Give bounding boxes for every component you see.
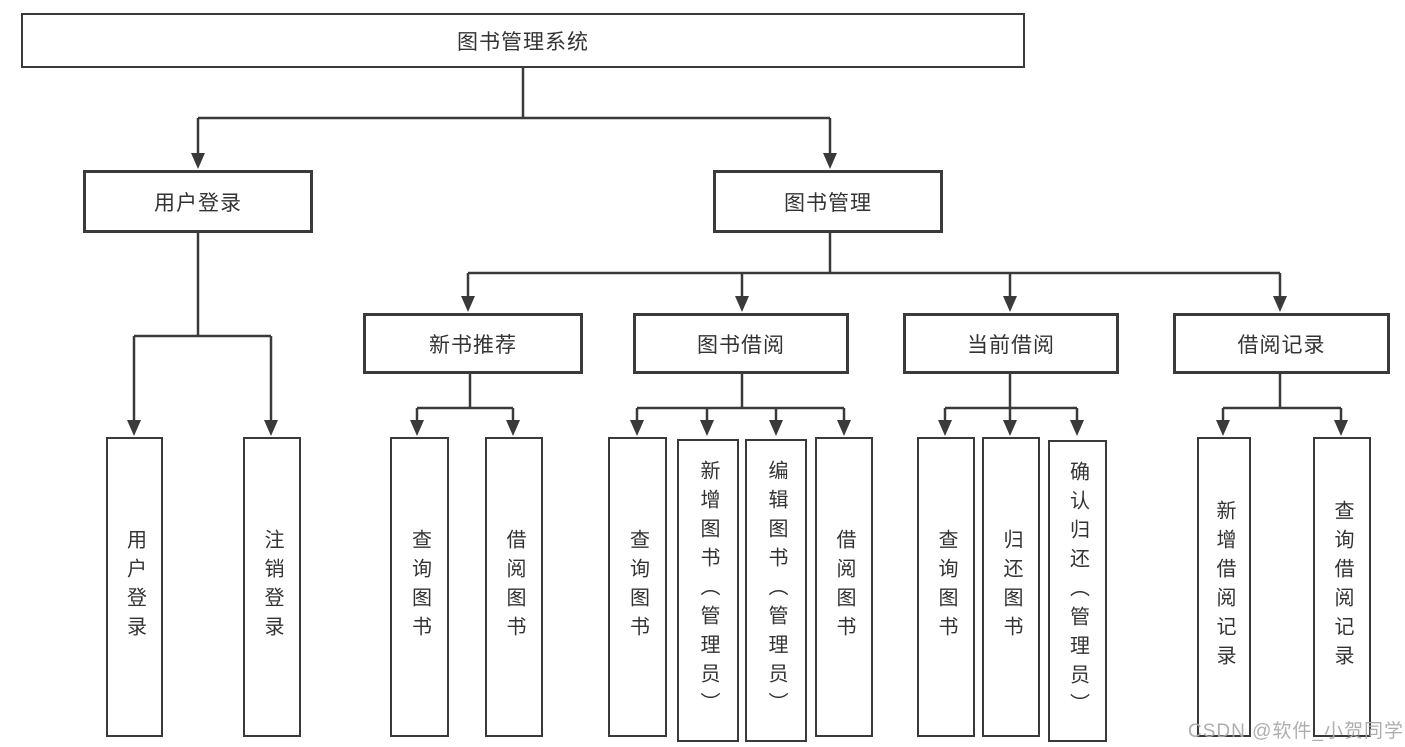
node-book-borrow-label: 图书借阅 [697, 333, 785, 357]
node-book-management-label: 图书管理 [784, 191, 872, 215]
watermark: CSDN @软件_小贺同学 [1188, 721, 1404, 742]
arrowheads [127, 153, 1348, 436]
leaf-user-login-label: 用户登录 [123, 529, 146, 645]
leaf-borrow-query-books-label: 查询图书 [626, 529, 649, 645]
node-root-label: 图书管理系统 [457, 30, 589, 54]
leaf-query-borrow-record: 查询借阅记录 [1313, 437, 1371, 737]
node-new-book-recommend-label: 新书推荐 [429, 333, 517, 357]
leaf-recommend-query-books: 查询图书 [390, 437, 449, 737]
node-root: 图书管理系统 [21, 13, 1025, 68]
leaf-logout: 注销登录 [243, 437, 301, 737]
leaf-current-query-books-label: 查询图书 [935, 529, 957, 645]
leaf-logout-label: 注销登录 [261, 529, 283, 645]
leaf-user-login: 用户登录 [106, 437, 163, 737]
node-user-login-label: 用户登录 [154, 191, 242, 215]
leaf-confirm-return-admin-label: 确认归还（管理员） [1066, 460, 1089, 722]
leaf-return-books-label: 归还图书 [1000, 529, 1022, 645]
node-current-borrow: 当前借阅 [903, 313, 1119, 374]
leaf-add-borrow-record: 新增借阅记录 [1197, 437, 1251, 737]
leaf-borrow-borrow-books-label: 借阅图书 [833, 529, 855, 645]
leaf-current-query-books: 查询图书 [917, 437, 975, 737]
leaf-return-books: 归还图书 [982, 437, 1040, 737]
node-borrow-records-label: 借阅记录 [1237, 333, 1326, 357]
leaf-add-borrow-record-label: 新增借阅记录 [1213, 500, 1235, 674]
node-borrow-records: 借阅记录 [1173, 313, 1390, 374]
node-user-login: 用户登录 [83, 170, 313, 233]
leaf-edit-books-admin-label: 编辑图书（管理员） [765, 460, 787, 721]
leaf-borrow-borrow-books: 借阅图书 [815, 437, 873, 737]
leaf-add-books-admin-label: 新增图书（管理员） [697, 460, 719, 721]
leaf-recommend-query-books-label: 查询图书 [408, 529, 431, 645]
leaf-add-books-admin: 新增图书（管理员） [677, 439, 739, 742]
node-new-book-recommend: 新书推荐 [363, 313, 583, 374]
node-book-borrow: 图书借阅 [633, 313, 849, 374]
leaf-edit-books-admin: 编辑图书（管理员） [745, 439, 807, 742]
leaf-recommend-borrow-books: 借阅图书 [485, 437, 543, 737]
leaf-recommend-borrow-books-label: 借阅图书 [503, 529, 525, 645]
leaf-query-borrow-record-label: 查询借阅记录 [1331, 500, 1353, 674]
node-book-management: 图书管理 [713, 170, 943, 233]
leaf-confirm-return-admin: 确认归还（管理员） [1048, 440, 1107, 742]
node-current-borrow-label: 当前借阅 [967, 333, 1055, 357]
leaf-borrow-query-books: 查询图书 [608, 437, 667, 737]
